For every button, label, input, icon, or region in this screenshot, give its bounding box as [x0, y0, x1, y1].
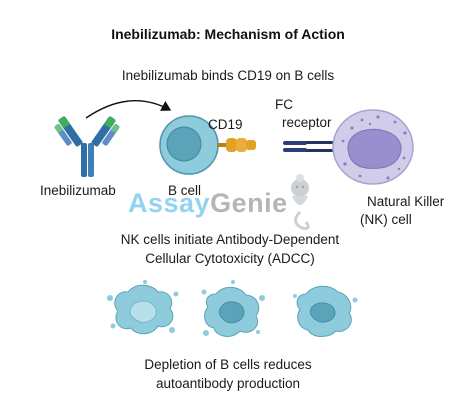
depletion-caption-line2: autoantibody production [155, 376, 301, 391]
b-cell-label: B cell [168, 183, 202, 198]
watermark-logo: AssayGenie [128, 188, 288, 218]
damaged-b-cell-icon [201, 280, 265, 337]
depletion-caption-line1: Depletion of B cells reduces [144, 357, 312, 372]
genie-mascot-icon [291, 174, 310, 230]
nk-cell-icon [332, 109, 414, 185]
fc-receptor-icon [283, 141, 338, 152]
b-cell-icon [159, 115, 219, 175]
inebilizumab-label: Inebilizumab [40, 183, 116, 198]
cd19-label: CD19 [208, 117, 243, 132]
cd19-receptor-icon [217, 138, 256, 152]
fc-receptor-label-line1: FC [275, 97, 293, 112]
nk-cell-label-line2: (NK) cell [360, 212, 412, 227]
diagram-subtitle: Inebilizumab binds CD19 on B cells [121, 68, 335, 83]
binding-arrow [85, 100, 172, 119]
page-title: Inebilizumab: Mechanism of Action [111, 26, 345, 42]
antibody-icon [54, 116, 120, 177]
damaged-b-cell-icon [107, 280, 179, 335]
adcc-caption-line1: NK cells initiate Antibody-Dependent [120, 232, 340, 247]
nk-cell-label-line1: Natural Killer [367, 194, 445, 209]
damaged-b-cell-icon [293, 285, 358, 337]
adcc-caption-line2: Cellular Cytotoxicity (ADCC) [145, 251, 315, 266]
fc-receptor-label-line2: receptor [282, 115, 332, 130]
